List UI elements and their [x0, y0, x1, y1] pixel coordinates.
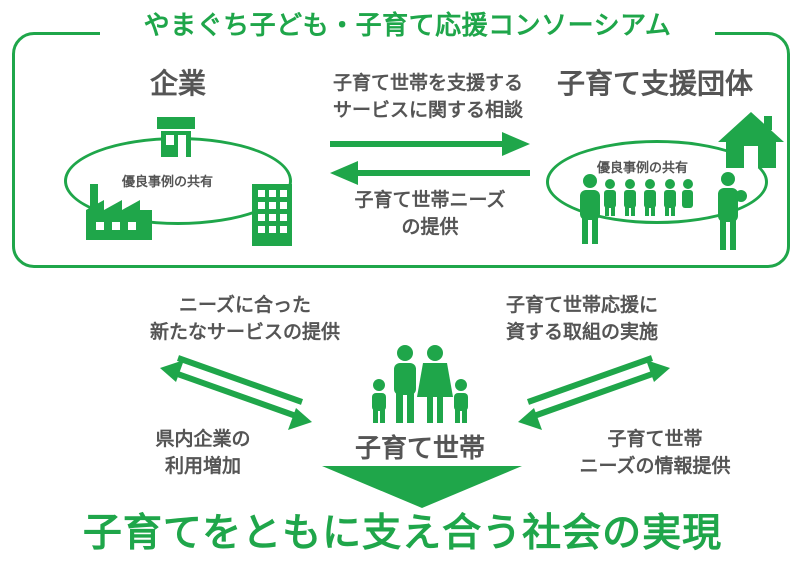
right-bottom-text: 子育て世帯 ニーズの情報提供	[555, 426, 755, 480]
right-bottom-text-line2: ニーズの情報提供	[579, 455, 731, 477]
corporation-label: 企業	[150, 67, 207, 100]
house-icon	[718, 112, 784, 168]
right-bottom-text-line1: 子育て世帯	[607, 428, 703, 450]
right-top-text-line1: 子育て世帯応援に	[505, 294, 658, 316]
right-top-text-line2: 資する取組の実施	[505, 321, 658, 343]
family-label: 子育て世帯	[354, 434, 485, 464]
arrow-right-text-line1: 子育て世帯を支援する	[332, 72, 523, 94]
left-top-text: ニーズに合った 新たなサービスの提供	[120, 292, 370, 346]
arrow-right-text: 子育て世帯を支援する サービスに関する相談	[318, 70, 538, 124]
building-icon	[252, 184, 292, 246]
corporation-ellipse-label: 優良事例の共有	[122, 175, 214, 190]
left-bottom-text-line1: 県内企業の	[155, 428, 251, 450]
arrow-left-text-line2: の提供	[401, 216, 459, 238]
consortium-title: やまぐち子ども・子育て応援コンソーシアム	[143, 11, 672, 41]
down-arrow	[322, 466, 522, 508]
parent-icon	[718, 172, 747, 250]
left-top-text-line1: ニーズに合った	[178, 294, 312, 316]
arrow-left-text-line1: 子育て世帯ニーズ	[354, 189, 506, 211]
support-group-label: 子育て支援団体	[557, 67, 754, 100]
arrow-left	[330, 161, 530, 185]
left-bottom-text: 県内企業の 利用増加	[118, 426, 288, 480]
left-diagonal-arrows	[160, 355, 312, 430]
family-icon	[372, 345, 468, 423]
right-diagonal-arrows	[518, 355, 670, 430]
left-top-text-line2: 新たなサービスの提供	[149, 321, 340, 343]
goal-text: 子育てをともに支え合う社会の実現	[82, 511, 723, 556]
right-top-text: 子育て世帯応援に 資する取組の実施	[482, 292, 682, 346]
people-icon	[604, 179, 693, 216]
caregiver-icon	[580, 174, 600, 244]
support-group-ellipse-label: 優良事例の共有	[597, 161, 689, 176]
factory-icon	[86, 184, 152, 240]
arrow-right	[330, 132, 530, 156]
support-group-ellipse	[546, 140, 768, 224]
consortium-title-wrap: やまぐち子ども・子育て応援コンソーシアム	[100, 8, 715, 44]
arrow-right-text-line2: サービスに関する相談	[332, 99, 523, 121]
shop-icon	[157, 117, 195, 157]
left-bottom-text-line2: 利用増加	[164, 455, 241, 477]
arrow-left-text: 子育て世帯ニーズ の提供	[330, 187, 530, 241]
